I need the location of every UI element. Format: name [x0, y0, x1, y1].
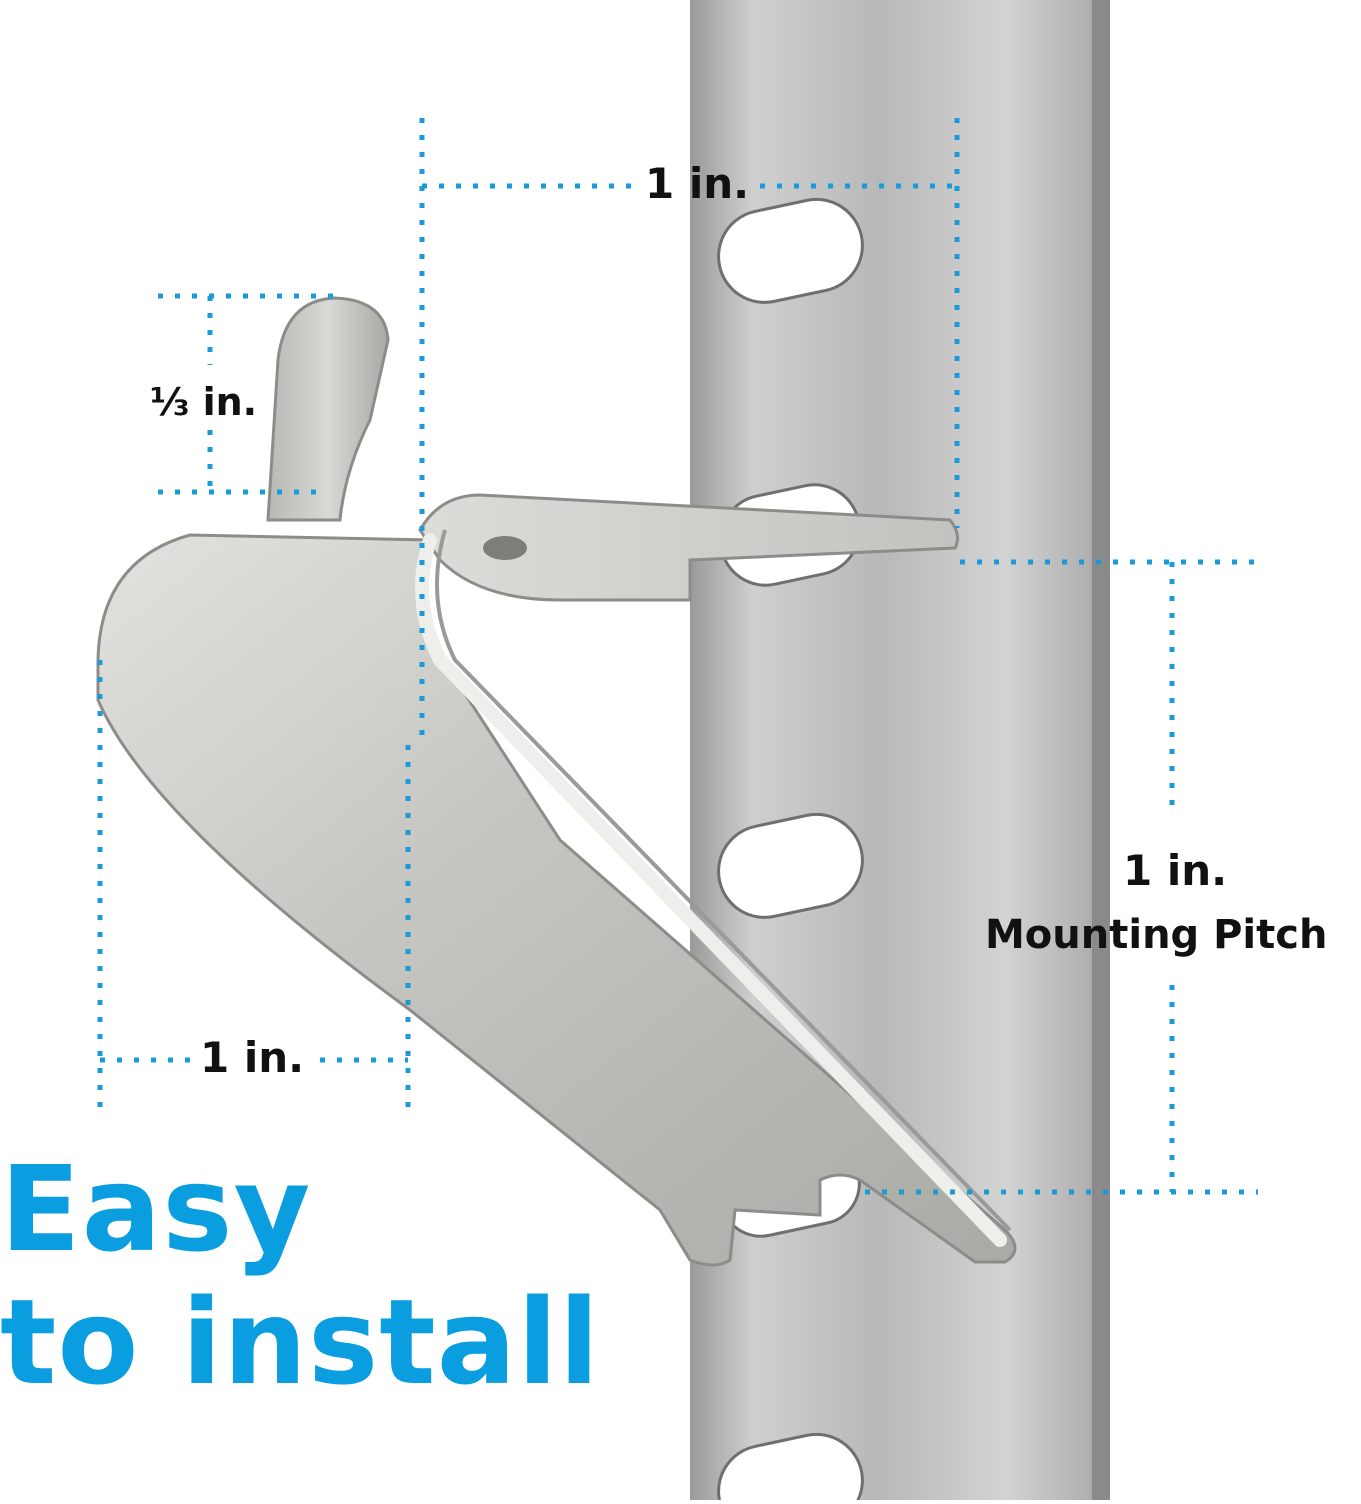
top-width-label: 1 in.	[645, 159, 750, 208]
mounting-pitch-value: 1 in.	[1123, 846, 1228, 895]
bottom-width-label: 1 in.	[200, 1033, 305, 1082]
tab-height-label: ⅓ in.	[150, 380, 258, 424]
shelf-clip-bracket	[96, 296, 1017, 1267]
dimension-guides	[97, 118, 1258, 1195]
headline-line-2: to install	[0, 1273, 601, 1411]
headline-line-1: Easy	[0, 1140, 312, 1278]
slot-1	[717, 197, 864, 304]
clip-hole	[483, 536, 527, 560]
slot-2	[717, 812, 864, 919]
mounting-pitch-caption: Mounting Pitch	[985, 912, 1328, 958]
